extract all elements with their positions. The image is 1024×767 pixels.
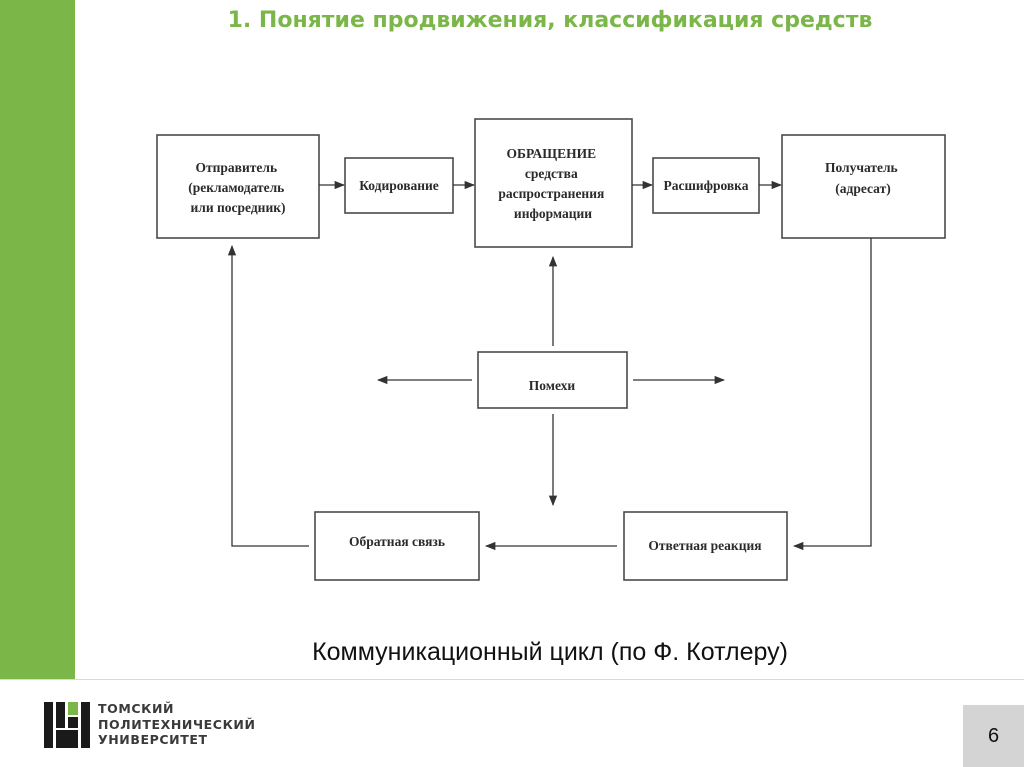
sender-label: Отправитель (рекламодатель или посредник… [188,160,287,215]
channel-label: ОБРАЩЕНИЕ средства распространения инфор… [498,146,607,221]
communication-cycle-diagram: Отправитель (рекламодатель или посредник… [156,118,946,581]
feedback-box [314,511,480,581]
slide-title: 1. Понятие продвижения, классификация ср… [227,8,873,33]
university-name-line: ПОЛИТЕХНИЧЕСКИЙ [98,716,256,732]
response-label: Ответная реакция [648,538,761,553]
university-logo-icon [44,702,90,748]
footer-divider [0,679,1024,680]
encoding-label: Кодирование [359,178,439,193]
diagram-caption: Коммуникационный цикл (по Ф. Котлеру) [312,638,788,666]
university-name: ТОМСКИЙ ПОЛИТЕХНИЧЕСКИЙ УНИВЕРСИТЕТ [98,701,256,748]
noise-label: Помехи [529,378,576,393]
noise-box [477,351,628,409]
page-number: 6 [963,705,1024,767]
green-side-bar [0,0,75,680]
arrow-receiver-to-response [792,238,872,551]
response-box [623,511,788,581]
channel-box [474,118,633,248]
decoding-label: Расшифровка [663,178,748,193]
university-name-line: ТОМСКИЙ [98,701,175,716]
university-name-line: УНИВЕРСИТЕТ [98,732,208,747]
sender-box [156,134,320,239]
arrow-sender-to-feedback [227,244,309,547]
receiver-label: Получатель (адресат) [825,160,901,196]
receiver-box [781,134,946,239]
feedback-label: Обратная связь [349,534,445,549]
